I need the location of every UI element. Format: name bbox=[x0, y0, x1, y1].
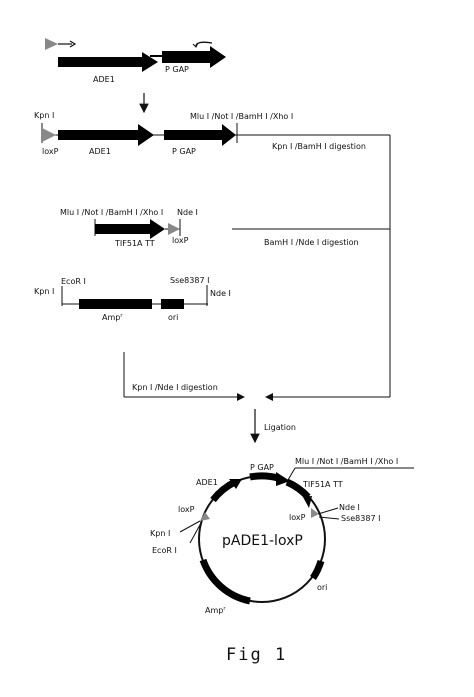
step1-group: ADE1 P GAP bbox=[45, 38, 226, 84]
ori-segment bbox=[310, 559, 325, 580]
loxp-icon bbox=[168, 223, 180, 235]
step4-group: EcoR I Kpn I Ampr ori Sse8387 I Nde I bbox=[34, 276, 231, 322]
ecor-label: EcoR I bbox=[152, 546, 177, 555]
loxp-left-icon bbox=[200, 512, 210, 521]
amp-gene-box bbox=[79, 299, 152, 309]
loxp-right-label: loxP bbox=[289, 513, 306, 522]
pgap-label: P GAP bbox=[250, 463, 274, 472]
pgap-label: P GAP bbox=[172, 147, 196, 156]
amp-label: Ampr bbox=[205, 606, 226, 615]
pgap-segment-arrowhead bbox=[276, 472, 290, 486]
nde-label: Nde I bbox=[210, 289, 231, 298]
ecor-line bbox=[189, 522, 202, 544]
amp-label: Ampr bbox=[102, 313, 123, 322]
loxp-icon bbox=[42, 128, 56, 142]
primer-forward-icon bbox=[45, 38, 77, 50]
pgap-arrow bbox=[162, 46, 226, 68]
ori-label: ori bbox=[168, 313, 178, 322]
sse-label: Sse8387 I bbox=[170, 276, 209, 285]
nde-line bbox=[317, 507, 339, 515]
ade1-gene-arrow bbox=[58, 124, 154, 146]
digestion-2-label: BamH I /Nde I digestion bbox=[264, 238, 359, 247]
loxp-right-icon bbox=[311, 508, 319, 518]
tt-arrow bbox=[95, 219, 165, 239]
digestion-1-label: Kpn I /BamH I digestion bbox=[272, 142, 366, 151]
plasmid-map: pADE1-loxP ADE1 P GAP Mlu I /Not I /BamH… bbox=[150, 457, 414, 615]
restriction-sites-label: Mlu I /Not I /BamH I /Xho I bbox=[295, 457, 398, 466]
ecor-label: EcoR I bbox=[61, 277, 86, 286]
kpn-line bbox=[179, 520, 201, 533]
ori-box bbox=[161, 299, 184, 309]
nde-label: Nde I bbox=[177, 208, 198, 217]
ade1-label: ADE1 bbox=[196, 478, 218, 487]
ade1-label: ADE1 bbox=[93, 75, 115, 84]
ligation-label: Ligation bbox=[264, 423, 296, 432]
tt-label: TIF51A TT bbox=[302, 480, 343, 489]
step3-group: Mlu I /Not I /BamH I /Xho I TIF51A TT lo… bbox=[60, 208, 198, 248]
ade1-segment-arrowhead bbox=[229, 479, 242, 489]
sites-line bbox=[287, 467, 296, 481]
nde-label: Nde I bbox=[339, 503, 360, 512]
restriction-sites-label: Mlu I /Not I /BamH I /Xho I bbox=[60, 208, 163, 217]
amp-segment bbox=[199, 558, 251, 605]
pgap-segment bbox=[249, 472, 279, 482]
pgap-label: P GAP bbox=[165, 65, 189, 74]
plasmid-name: pADE1-loxP bbox=[222, 533, 303, 549]
loxp-label: loxP bbox=[172, 236, 189, 245]
primer-reverse-icon bbox=[195, 41, 213, 47]
loxp-label: loxP bbox=[42, 147, 59, 156]
kpn-label: Kpn I bbox=[34, 287, 54, 296]
digestion-3-label: Kpn I /Nde I digestion bbox=[132, 383, 218, 392]
loxp-left-label: loxP bbox=[178, 505, 195, 514]
kpn-label: Kpn I bbox=[34, 111, 54, 120]
ori-label: ori bbox=[317, 583, 327, 592]
tt-label: TIF51A TT bbox=[114, 239, 155, 248]
kpn-label: Kpn I bbox=[150, 529, 170, 538]
tt-segment-arrowhead bbox=[303, 496, 312, 508]
step2-group: Kpn I loxP ADE1 P GAP Mlu I /Not I /BamH… bbox=[34, 111, 293, 156]
ade1-label: ADE1 bbox=[89, 147, 111, 156]
restriction-sites-label: Mlu I /Not I /BamH I /Xho I bbox=[190, 112, 293, 121]
ade1-gene-arrow bbox=[58, 52, 158, 72]
pgap-arrow bbox=[164, 124, 236, 146]
figure-caption: Fig 1 bbox=[226, 645, 287, 665]
sse-label: Sse8387 I bbox=[341, 514, 380, 523]
sse-line bbox=[318, 516, 340, 520]
